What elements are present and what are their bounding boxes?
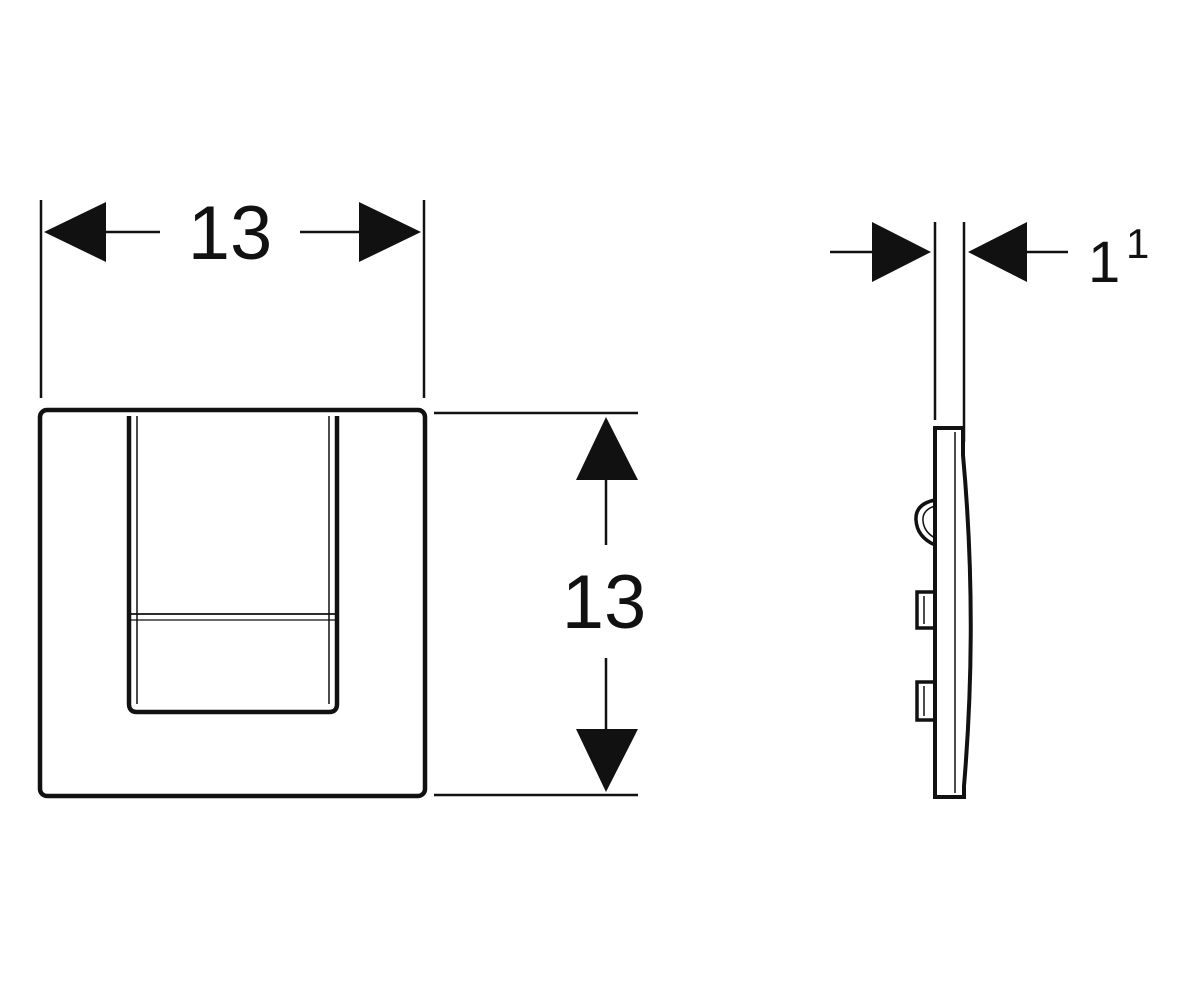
side-top-clip-inner — [922, 505, 936, 539]
depth-arrowhead-left — [872, 222, 931, 282]
front-plate-outline — [37, 407, 428, 799]
depth-dimension-label: 1 — [1088, 230, 1120, 295]
side-top-clip — [914, 498, 936, 547]
width-dimension-label: 13 — [188, 191, 273, 276]
depth-dimension: 1 1 — [830, 220, 1149, 442]
height-dimension-label: 13 — [562, 560, 647, 645]
arrowhead-down — [576, 729, 638, 792]
arrowhead-left — [44, 202, 106, 262]
side-plate-profile — [933, 426, 973, 799]
front-view — [37, 407, 428, 799]
side-middle-bracket — [915, 590, 937, 630]
arrowhead-up — [576, 417, 638, 480]
side-view — [914, 426, 973, 799]
side-bottom-bracket — [915, 680, 937, 722]
depth-dimension-superscript: 1 — [1126, 220, 1149, 267]
arrowhead-right — [359, 202, 421, 262]
height-dimension: 13 — [434, 411, 647, 797]
depth-arrowhead-right — [968, 222, 1027, 282]
flush-button-outline — [126, 416, 340, 715]
width-dimension: 13 — [39, 191, 426, 398]
